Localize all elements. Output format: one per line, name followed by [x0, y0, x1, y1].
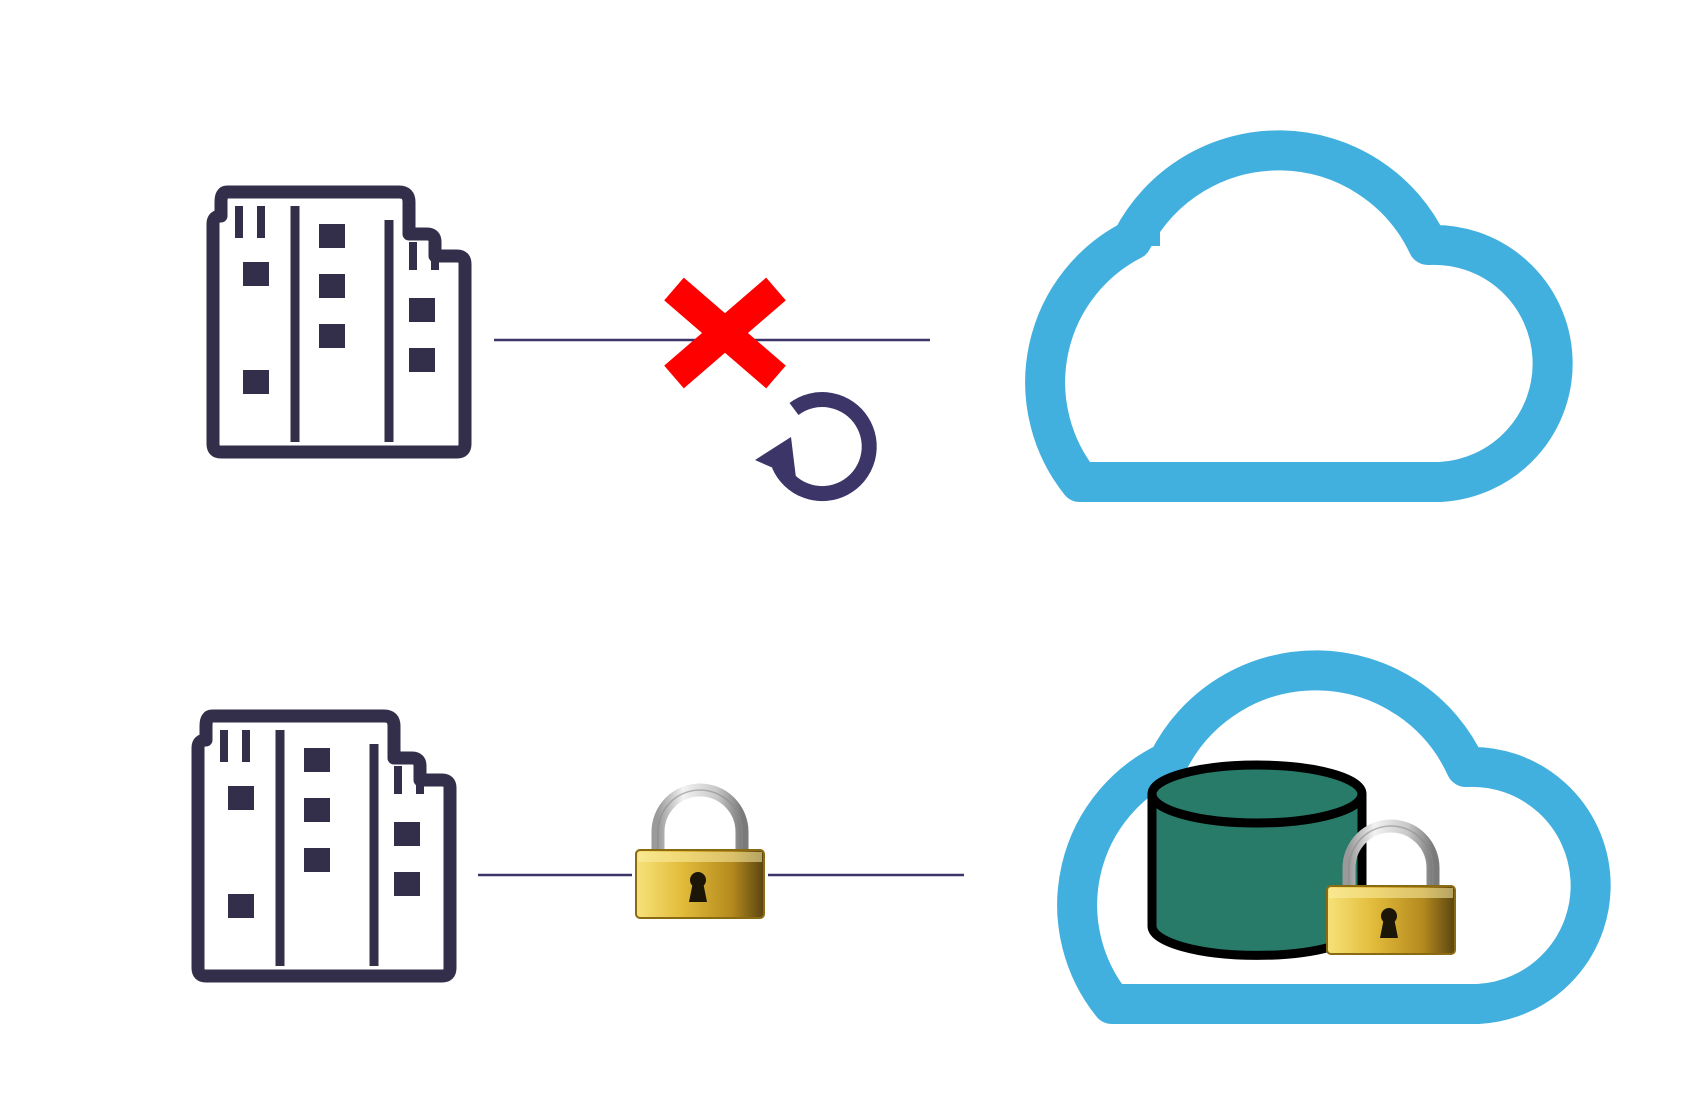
x-mark-icon — [664, 277, 786, 389]
padlock-icon — [636, 790, 764, 918]
building-icon — [198, 716, 450, 976]
building-icon — [213, 192, 465, 452]
cloud-icon — [1025, 130, 1573, 502]
row-failed-connection — [213, 130, 1573, 502]
row-encrypted-connection — [198, 650, 1611, 1024]
cloud-icon — [1057, 650, 1611, 1024]
retry-icon — [755, 392, 877, 502]
